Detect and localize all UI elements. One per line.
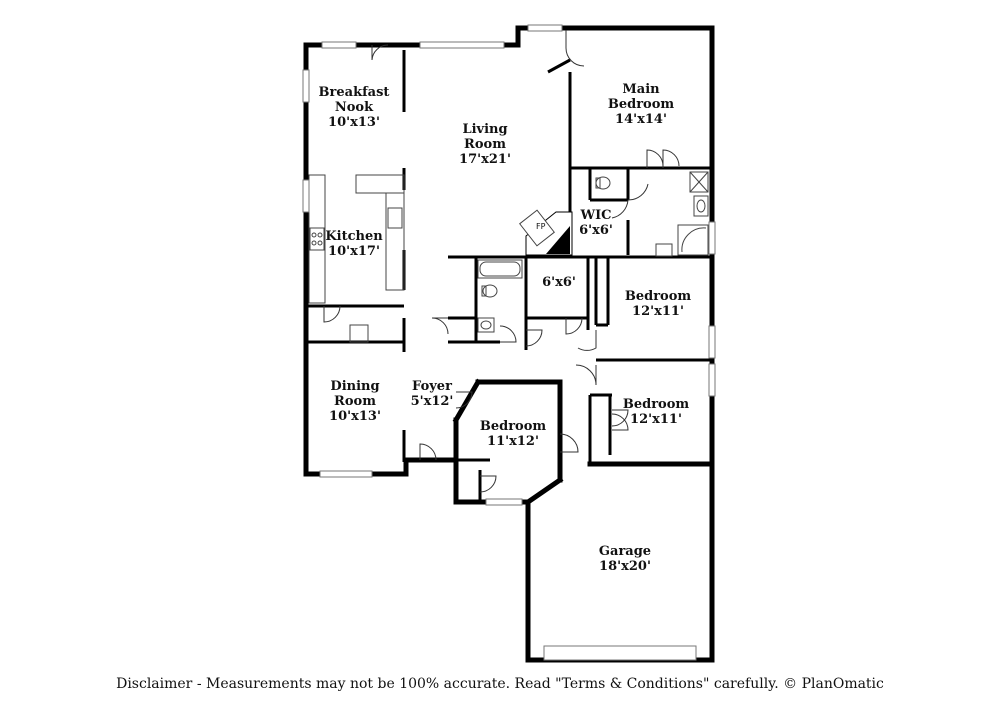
room-size: 17'x21' [459,152,511,167]
room-size: 10'x13' [328,115,380,130]
disclaimer-text: Disclaimer - Measurements may not be 100… [116,676,884,692]
room-size: 14'x14' [615,112,667,127]
fireplace [519,209,573,256]
windows [302,24,716,661]
room-label-bedroom-upper: Bedroom 12'x11' [625,289,691,319]
room-label-garage: Garage 18'x20' [599,544,651,574]
room-label-foyer: Foyer 5'x12' [411,379,454,409]
room-name-line1: Main [622,82,660,97]
door-swings [323,30,680,493]
room-name: Bedroom [622,397,690,412]
room-name-line2: Nook [334,100,374,115]
room-size: 6'x6' [542,275,576,290]
room-name-line1: Breakfast [318,85,390,100]
room-name: Kitchen [325,229,383,244]
room-size: 12'x11' [632,304,684,319]
room-size: 6'x6' [579,223,613,238]
room-label-living-room: Living Room 17'x21' [459,122,511,167]
room-name-line2: Bedroom [607,97,675,112]
room-name-line2: Room [334,394,376,409]
room-name-line1: Living [462,122,508,137]
room-name-line2: Room [464,137,506,152]
room-size: 18'x20' [599,559,651,574]
room-size: 10'x17' [328,244,380,259]
room-size: 11'x12' [487,434,539,449]
kitchen-counters [308,174,405,343]
room-name: Garage [598,544,652,559]
room-name: Bedroom [479,419,547,434]
room-label-breakfast-nook: Breakfast Nook 10'x13' [319,85,390,130]
room-label-bedroom-lower: Bedroom 12'x11' [623,397,689,427]
bath-fixtures [477,171,709,333]
room-name: WIC [580,208,612,223]
interior-walls [306,50,712,500]
room-size: 10'x13' [329,409,381,424]
fireplace-label: FP [536,222,546,231]
room-name: Foyer [412,379,452,394]
room-label-closet: 6'x6' [542,275,576,290]
room-name-line1: Dining [330,379,380,394]
room-label-kitchen: Kitchen 10'x17' [325,229,382,259]
room-size: 5'x12' [410,394,454,409]
room-name: Bedroom [624,289,692,304]
room-size: 12'x11' [630,412,682,427]
room-label-bedroom-front: Bedroom 11'x12' [480,419,546,449]
room-label-wic: WIC 6'x6' [579,208,613,238]
room-label-dining-room: Dining Room 10'x13' [329,379,381,424]
room-label-main-bedroom: Main Bedroom 14'x14' [608,82,674,127]
